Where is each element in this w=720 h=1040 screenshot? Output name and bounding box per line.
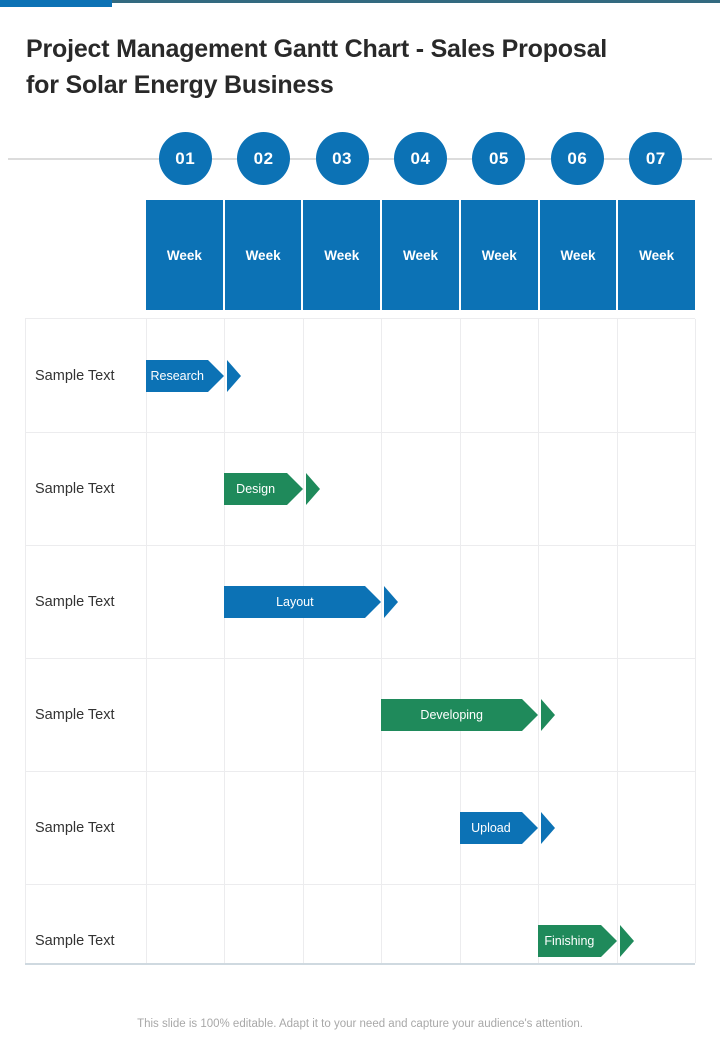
gantt-bar-body: Developing bbox=[381, 698, 523, 731]
week-header-cell-2: Week bbox=[224, 200, 304, 310]
step-circle-06[interactable]: 06 bbox=[550, 132, 604, 185]
page-title: Project Management Gantt Chart - Sales P… bbox=[26, 34, 608, 99]
gantt-task-row: Sample Text Upload bbox=[25, 771, 695, 884]
step-circle-label: 06 bbox=[567, 148, 588, 168]
week-header-label: Week bbox=[403, 247, 439, 263]
gantt-bar[interactable]: Research bbox=[146, 359, 242, 392]
gantt-task-row: Sample Text Research bbox=[25, 319, 695, 432]
grid-column-line bbox=[695, 319, 696, 963]
step-circle-label: 02 bbox=[253, 148, 274, 168]
grid-column-line bbox=[538, 319, 540, 963]
gantt-bar-label: Design bbox=[236, 481, 276, 496]
gantt-bar[interactable]: Developing bbox=[381, 698, 556, 731]
gantt-task-row: Sample Text Design bbox=[25, 432, 695, 545]
gantt-bar-chevron-icon bbox=[541, 811, 556, 844]
task-row-label: Sample Text bbox=[35, 593, 115, 610]
gantt-bar-body: Upload bbox=[459, 811, 523, 844]
gantt-bar-arrow-icon bbox=[522, 811, 539, 844]
week-header-row: Week Week Week Week Week Week Week bbox=[146, 200, 696, 310]
grid-row-line bbox=[25, 884, 695, 885]
gantt-bar-arrow-icon bbox=[286, 472, 303, 505]
grid-column-line bbox=[459, 319, 461, 963]
gantt-bar-chevron-icon bbox=[384, 585, 399, 618]
step-circle-02[interactable]: 02 bbox=[237, 132, 291, 185]
gantt-bar-chevron-icon bbox=[305, 472, 320, 505]
gantt-task-row: Sample Text Developing bbox=[25, 658, 695, 771]
week-header-label: Week bbox=[481, 247, 517, 263]
gantt-task-row: Sample Text Layout bbox=[25, 545, 695, 658]
week-header-label: Week bbox=[560, 247, 596, 263]
top-accent-bar bbox=[0, 0, 112, 7]
grid-column-line bbox=[302, 319, 304, 963]
week-header-cell-1: Week bbox=[146, 200, 225, 310]
top-rule-line bbox=[0, 0, 720, 3]
gantt-bar-label: Developing bbox=[420, 707, 483, 722]
grid-column-line bbox=[381, 319, 383, 963]
task-row-label: Sample Text bbox=[35, 932, 115, 949]
step-circle-04[interactable]: 04 bbox=[394, 132, 447, 185]
step-circle-01[interactable]: 01 bbox=[158, 132, 212, 185]
gantt-bar-arrow-icon bbox=[522, 698, 539, 731]
grid-column-line bbox=[224, 319, 226, 963]
step-circle-label: 05 bbox=[488, 148, 509, 168]
week-header-label: Week bbox=[166, 247, 202, 263]
gantt-bar-body: Layout bbox=[224, 585, 366, 618]
grid-column-line bbox=[616, 319, 618, 963]
week-header-cell-3: Week bbox=[303, 200, 383, 310]
week-header-cell-5: Week bbox=[460, 200, 540, 310]
week-header-label: Week bbox=[639, 247, 675, 263]
week-header-cell-6: Week bbox=[539, 200, 619, 310]
grid-column-line bbox=[25, 319, 26, 963]
gantt-task-row: Sample Text Finishing bbox=[25, 884, 695, 997]
gantt-bar-body: Design bbox=[224, 472, 287, 505]
gantt-bar-chevron-icon bbox=[619, 924, 634, 957]
task-row-label: Sample Text bbox=[35, 367, 115, 384]
gantt-bar-chevron-icon bbox=[227, 359, 242, 392]
grid-row-line bbox=[25, 771, 695, 772]
task-row-label: Sample Text bbox=[35, 819, 115, 836]
gantt-bar-label: Upload bbox=[471, 820, 511, 835]
gantt-bar-label: Finishing bbox=[544, 933, 595, 948]
week-header-label: Week bbox=[324, 247, 360, 263]
gantt-bar-body: Finishing bbox=[538, 924, 601, 957]
footer-note: This slide is 100% editable. Adapt it to… bbox=[137, 1018, 583, 1030]
gantt-bar-body: Research bbox=[146, 359, 209, 392]
step-circle-label: 07 bbox=[645, 148, 666, 168]
gantt-chart: Week Week Week Week Week Week Week Sample Text… bbox=[25, 200, 696, 965]
gantt-bar-arrow-icon bbox=[208, 359, 225, 392]
grid-row-line bbox=[25, 545, 695, 546]
grid-row-line bbox=[25, 432, 695, 433]
week-header-label: Week bbox=[245, 247, 281, 263]
week-header-cell-4: Week bbox=[382, 200, 461, 310]
gantt-bar-label: Layout bbox=[276, 594, 314, 609]
task-row-label: Sample Text bbox=[35, 706, 115, 723]
gantt-bar[interactable]: Upload bbox=[459, 811, 556, 844]
gantt-bar-chevron-icon bbox=[541, 698, 556, 731]
step-circle-label: 03 bbox=[332, 148, 353, 168]
gantt-bar-label: Research bbox=[150, 368, 204, 383]
week-header-cell-7: Week bbox=[618, 200, 696, 310]
grid-column-line bbox=[146, 319, 147, 963]
grid-row-line bbox=[25, 658, 695, 659]
gantt-bar[interactable]: Layout bbox=[224, 585, 399, 618]
gantt-bar[interactable]: Finishing bbox=[538, 924, 634, 957]
gantt-bar-arrow-icon bbox=[600, 924, 617, 957]
step-circle-03[interactable]: 03 bbox=[315, 132, 369, 185]
gantt-bar[interactable]: Design bbox=[224, 472, 320, 505]
gantt-bar-arrow-icon bbox=[365, 585, 382, 618]
step-circle-07[interactable]: 07 bbox=[629, 132, 683, 185]
task-row-label: Sample Text bbox=[35, 480, 115, 497]
step-number-strip: 01 02 03 04 05 06 07 bbox=[0, 132, 720, 186]
step-circle-label: 01 bbox=[175, 148, 196, 168]
step-circle-05[interactable]: 05 bbox=[472, 132, 526, 185]
step-circle-label: 04 bbox=[410, 148, 431, 168]
